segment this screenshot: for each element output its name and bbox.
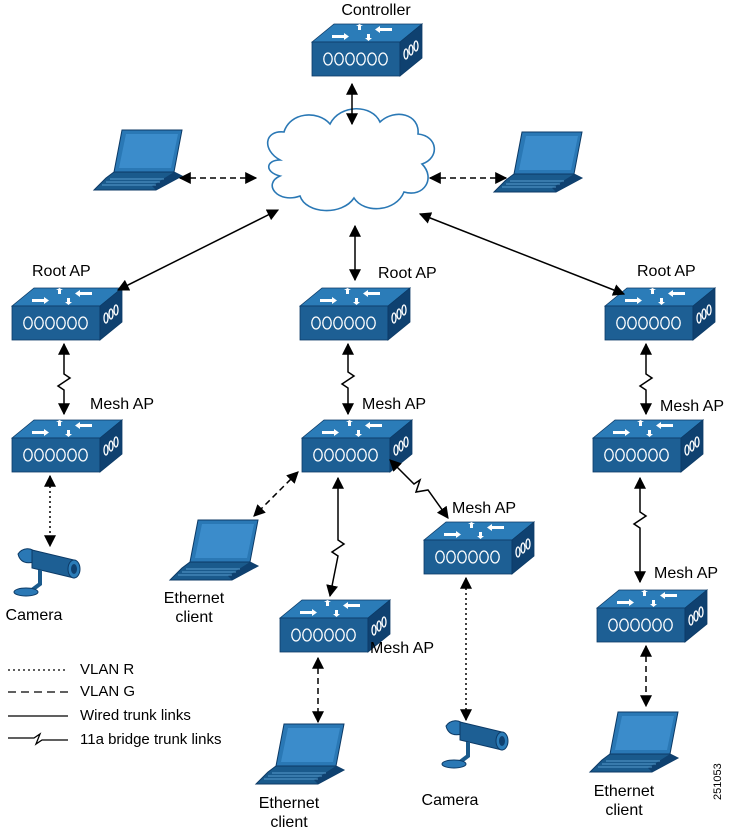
ethernet-client-center-laptop bbox=[255, 723, 345, 785]
bridge-root-mesh-left bbox=[56, 342, 72, 416]
bridge-root-mesh-center bbox=[340, 342, 356, 416]
camera-center-label: Camera bbox=[421, 792, 479, 809]
network-cloud bbox=[266, 108, 436, 212]
bridge-mesh-right-lower bbox=[632, 476, 648, 584]
figure-id: 251053 bbox=[712, 763, 724, 800]
controller-label: Controller bbox=[341, 2, 411, 19]
mesh-ap-center-right-label: Mesh AP bbox=[452, 500, 517, 517]
root-ap-center-device bbox=[299, 287, 411, 341]
bridge-mesh-center-right bbox=[389, 459, 449, 519]
bridge-root-mesh-right bbox=[638, 342, 654, 416]
legend-label-vlan-g: VLAN G bbox=[80, 683, 136, 700]
mesh-ap-right-upper-device bbox=[592, 419, 704, 473]
camera-left-icon bbox=[12, 546, 82, 598]
legend-line-zigzag bbox=[8, 732, 68, 746]
ethernet-client-right-label-line2: client bbox=[605, 802, 643, 819]
vlan-g-mesh-client-left bbox=[253, 471, 299, 517]
ethernet-client-left-label-line1: Ethernet bbox=[163, 590, 225, 607]
ethernet-client-center-label-line1: Ethernet bbox=[258, 795, 320, 812]
bridge-mesh-center-bottom bbox=[326, 476, 346, 598]
laptop-top-left bbox=[93, 129, 183, 191]
root-ap-right-device bbox=[604, 287, 716, 341]
controller-device bbox=[311, 23, 423, 77]
legend-label-wired-trunk: Wired trunk links bbox=[80, 707, 191, 724]
ethernet-client-center-label-line2: client bbox=[270, 814, 308, 831]
camera-center-icon bbox=[440, 718, 510, 770]
mesh-ap-center-right-device bbox=[423, 521, 535, 575]
root-ap-left-label: Root AP bbox=[32, 263, 91, 280]
mesh-ap-center-bottom-label: Mesh AP bbox=[370, 640, 435, 657]
mesh-ap-left-device bbox=[11, 419, 123, 473]
mesh-ap-center-device bbox=[301, 419, 413, 473]
ethernet-client-right-label-line1: Ethernet bbox=[593, 783, 655, 800]
ethernet-client-right-laptop bbox=[589, 711, 679, 773]
camera-left-label: Camera bbox=[5, 607, 63, 624]
ethernet-client-left-laptop bbox=[169, 519, 259, 581]
ethernet-client-left-label-line2: client bbox=[175, 609, 213, 626]
mesh-ap-right-upper-label: Mesh AP bbox=[660, 398, 725, 415]
link-cloud-root-left bbox=[116, 209, 280, 291]
legend-label-vlan-r: VLAN R bbox=[80, 661, 135, 678]
link-cloud-root-right bbox=[418, 212, 626, 296]
laptop-top-right bbox=[493, 131, 583, 193]
mesh-ap-right-lower-label: Mesh AP bbox=[654, 565, 719, 582]
legend-label-bridge-trunk: 11a bridge trunk links bbox=[80, 731, 222, 748]
root-ap-center-label: Root AP bbox=[378, 265, 437, 282]
root-ap-left-device bbox=[11, 287, 123, 341]
root-ap-right-label: Root AP bbox=[637, 263, 696, 280]
mesh-ap-left-label: Mesh AP bbox=[90, 396, 155, 413]
mesh-ap-center-label: Mesh AP bbox=[362, 396, 427, 413]
mesh-ap-right-lower-device bbox=[596, 589, 708, 643]
